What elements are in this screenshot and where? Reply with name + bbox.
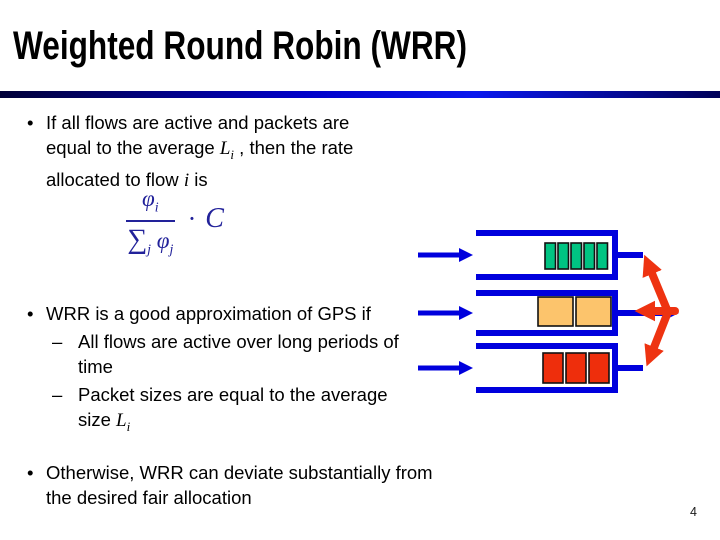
selector-arm-down — [644, 308, 672, 367]
scheduler-selector-fan — [634, 254, 679, 367]
page-number: 4 — [690, 505, 697, 519]
bullet-marker: • — [27, 462, 34, 483]
sub-bullet-dash: – — [52, 331, 63, 352]
queue-1-outline — [476, 230, 618, 280]
sub-bullet-packet-sizes: – Packet sizes are equal to the average … — [46, 382, 446, 439]
slide-title: Weighted Round Robin (WRR) — [13, 24, 468, 68]
sub-bullet-active-flows-text: All flows are active over long periods o… — [78, 331, 399, 377]
math-i: i — [183, 169, 190, 191]
sub-bullet-active-flows: – All flows are active over long periods… — [46, 329, 446, 379]
bullet-gps-approximation: • WRR is a good approximation of GPS if … — [27, 301, 446, 439]
text-run: Packet sizes are equal to the average si… — [78, 384, 388, 430]
packet — [588, 352, 610, 384]
text-run: , then the rate allocated to flow — [46, 137, 354, 190]
fraction: φi ∑j φj — [126, 186, 175, 258]
queue-3-packets — [542, 352, 610, 384]
wrr-queues-diagram — [418, 230, 679, 393]
queue-2-packets — [537, 296, 612, 327]
queue-2-outline — [476, 290, 618, 336]
bullet-marker: • — [27, 112, 34, 133]
packet — [557, 242, 570, 270]
bullet-otherwise-deviation: • Otherwise, WRR can deviate substantial… — [27, 460, 438, 510]
fraction-numerator: φi — [126, 186, 175, 222]
text-run: is — [189, 168, 208, 190]
packet — [570, 242, 583, 270]
bullet-rate-allocation: • If all flows are active and packets ar… — [27, 110, 398, 193]
packet — [583, 242, 596, 270]
selector-arm-up — [642, 254, 672, 316]
input-arrow-shafts — [418, 252, 459, 371]
input-arrow-1-head — [459, 248, 473, 262]
packet — [544, 242, 557, 270]
fraction-denominator: ∑j φj — [127, 223, 174, 258]
title-divider-rule — [0, 91, 720, 98]
input-arrow-3-head — [459, 361, 473, 375]
wrr-rate-formula: φi ∑j φj · C — [126, 186, 224, 258]
multiplication-dot: · — [187, 204, 197, 234]
input-arrow-2-head — [459, 306, 473, 320]
queue-1-packets — [544, 242, 609, 270]
queue-3-outline — [476, 343, 618, 393]
sub-bullet-dash: – — [52, 384, 63, 405]
packet — [575, 296, 612, 327]
packet — [565, 352, 587, 384]
math-L: Li — [116, 410, 131, 434]
capacity-symbol: C — [205, 203, 224, 235]
packet — [596, 242, 609, 270]
text-run: If all flows are active and packets are … — [46, 112, 350, 158]
bullet-gps-approximation-text: WRR is a good approximation of GPS if — [46, 303, 371, 324]
bullet-gps-approximation-content: WRR is a good approximation of GPS if – … — [46, 301, 446, 439]
bullet-marker: • — [27, 303, 34, 324]
packet — [537, 296, 574, 327]
sub-bullet-packet-sizes-text: Packet sizes are equal to the average si… — [78, 382, 414, 439]
packet — [542, 352, 564, 384]
bullet-rate-allocation-text: If all flows are active and packets are … — [46, 110, 398, 193]
math-L: Li — [219, 138, 235, 162]
bullet-otherwise-deviation-text: Otherwise, WRR can deviate substantially… — [46, 462, 433, 508]
